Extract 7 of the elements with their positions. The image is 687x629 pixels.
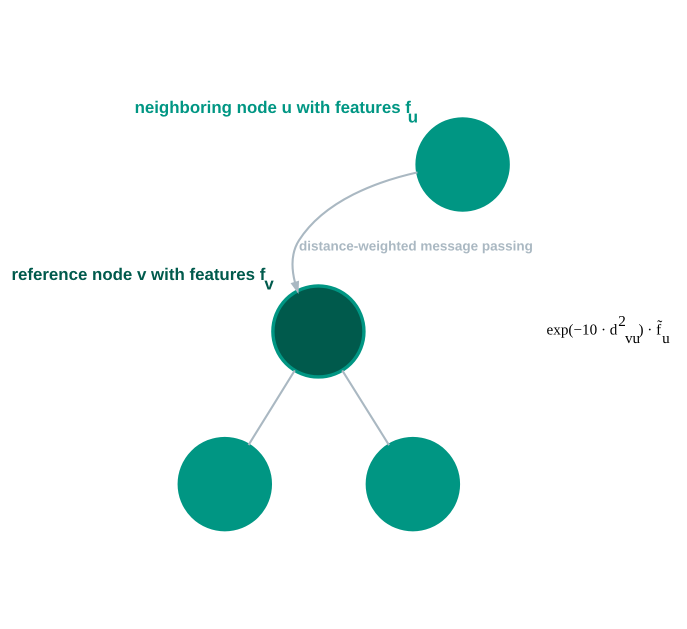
- edge-label: distance-weighted message passing: [299, 238, 533, 253]
- node-circle: [178, 436, 272, 531]
- node-circle: [415, 116, 510, 212]
- connector: [341, 369, 390, 446]
- node-circle: [366, 436, 460, 531]
- connector: [248, 369, 296, 445]
- arrow: [290, 170, 418, 294]
